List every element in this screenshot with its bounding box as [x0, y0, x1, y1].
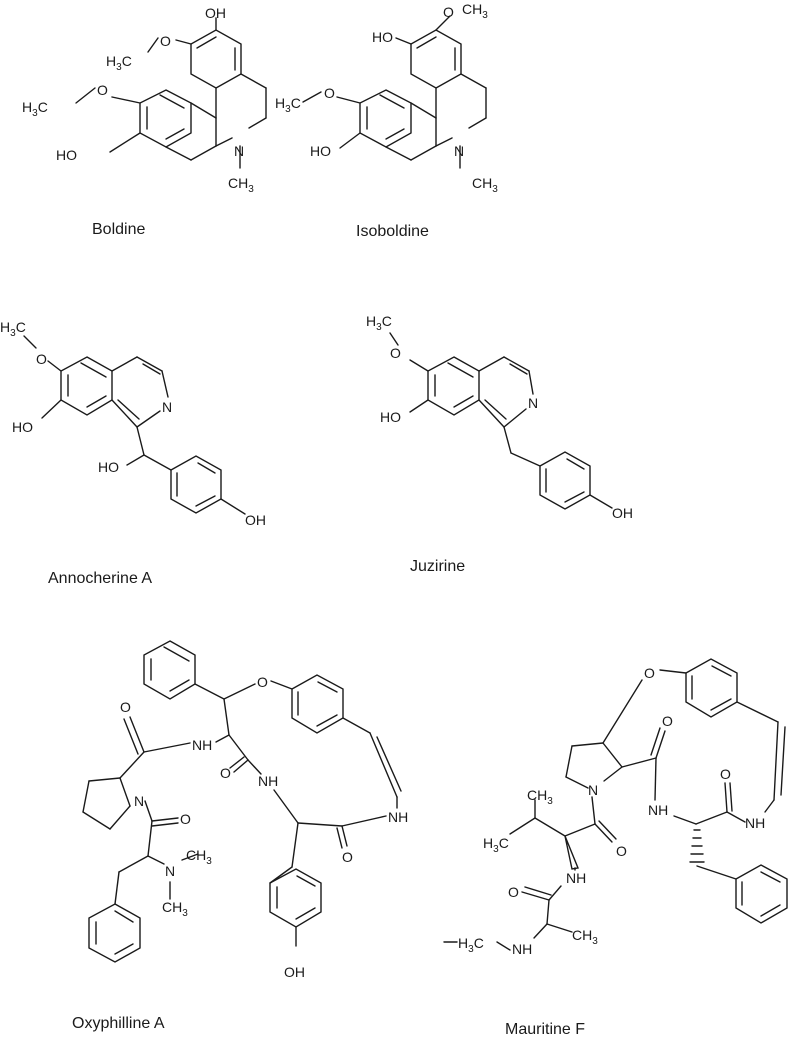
- svg-text:HO: HO: [310, 143, 331, 159]
- svg-text:O: O: [220, 765, 231, 781]
- compound-name-oxyphilline-a: Oxyphilline A: [72, 1015, 165, 1032]
- svg-text:OH: OH: [284, 964, 305, 980]
- svg-text:NH: NH: [745, 815, 765, 831]
- isoboldine-structure: O CH3 HO O H3C HO N CH3: [275, 1, 498, 195]
- svg-text:O: O: [662, 713, 673, 729]
- svg-text:N: N: [165, 863, 175, 879]
- svg-text:OH: OH: [612, 505, 633, 521]
- compound-name-isoboldine: Isoboldine: [356, 223, 429, 240]
- svg-text:N: N: [134, 793, 144, 809]
- svg-text:O: O: [644, 665, 655, 681]
- svg-text:NH: NH: [512, 941, 532, 957]
- compound-name-boldine: Boldine: [92, 221, 145, 238]
- svg-text:HO: HO: [372, 29, 393, 45]
- svg-text:O: O: [257, 674, 268, 690]
- svg-text:CH3: CH3: [162, 899, 188, 919]
- svg-text:NH: NH: [388, 809, 408, 825]
- svg-text:CH3: CH3: [186, 847, 212, 867]
- svg-text:NH: NH: [648, 802, 668, 818]
- svg-text:O: O: [160, 33, 171, 49]
- compound-name-mauritine-f: Mauritine F: [505, 1021, 585, 1037]
- svg-text:HO: HO: [380, 409, 401, 425]
- svg-text:CH3: CH3: [472, 175, 498, 195]
- svg-text:HO: HO: [98, 459, 119, 475]
- svg-text:O: O: [342, 849, 353, 865]
- svg-text:O: O: [120, 699, 131, 715]
- svg-text:NH: NH: [566, 870, 586, 886]
- mauritine-f-structure: O O O N CH3 NH NH H3C O NH O H3C NH CH3: [443, 658, 788, 957]
- oxyphilline-a-structure: O O NH O NH N O NH O N CH3 CH3 OH: [82, 640, 408, 980]
- svg-text:H3C: H3C: [483, 835, 509, 855]
- svg-text:H3C: H3C: [0, 319, 26, 339]
- svg-text:O: O: [36, 351, 47, 367]
- svg-text:H3C: H3C: [458, 935, 484, 955]
- svg-text:OH: OH: [245, 512, 266, 528]
- svg-text:O: O: [180, 811, 191, 827]
- svg-text:O: O: [443, 4, 454, 20]
- svg-text:CH3: CH3: [462, 1, 488, 21]
- svg-text:OH: OH: [205, 5, 226, 21]
- svg-text:H3C: H3C: [366, 313, 392, 333]
- annocherine-a-structure: H3C O HO N HO OH: [0, 319, 266, 528]
- svg-text:H3C: H3C: [275, 95, 301, 115]
- svg-text:N: N: [454, 143, 464, 159]
- svg-text:HO: HO: [12, 419, 33, 435]
- svg-text:CH3: CH3: [527, 787, 553, 807]
- juzirine-structure: H3C O HO N OH: [366, 313, 633, 521]
- svg-text:O: O: [508, 884, 519, 900]
- svg-text:NH: NH: [192, 737, 212, 753]
- svg-text:O: O: [324, 85, 335, 101]
- svg-text:HO: HO: [56, 147, 77, 163]
- svg-text:O: O: [720, 766, 731, 782]
- compound-name-annocherine-a: Annocherine A: [48, 570, 152, 587]
- svg-text:O: O: [616, 843, 627, 859]
- svg-text:N: N: [162, 399, 172, 415]
- svg-text:CH3: CH3: [572, 927, 598, 947]
- svg-text:O: O: [390, 345, 401, 361]
- compound-name-juzirine: Juzirine: [410, 558, 465, 575]
- svg-text:N: N: [234, 143, 244, 159]
- svg-text:O: O: [97, 82, 108, 98]
- svg-text:H3C: H3C: [22, 99, 48, 119]
- svg-text:N: N: [588, 782, 598, 798]
- svg-text:NH: NH: [258, 773, 278, 789]
- svg-text:CH3: CH3: [228, 175, 254, 195]
- svg-text:H3C: H3C: [106, 53, 132, 73]
- svg-text:N: N: [528, 395, 538, 411]
- boldine-structure: OH O H3C O H3C HO N CH3: [22, 5, 267, 195]
